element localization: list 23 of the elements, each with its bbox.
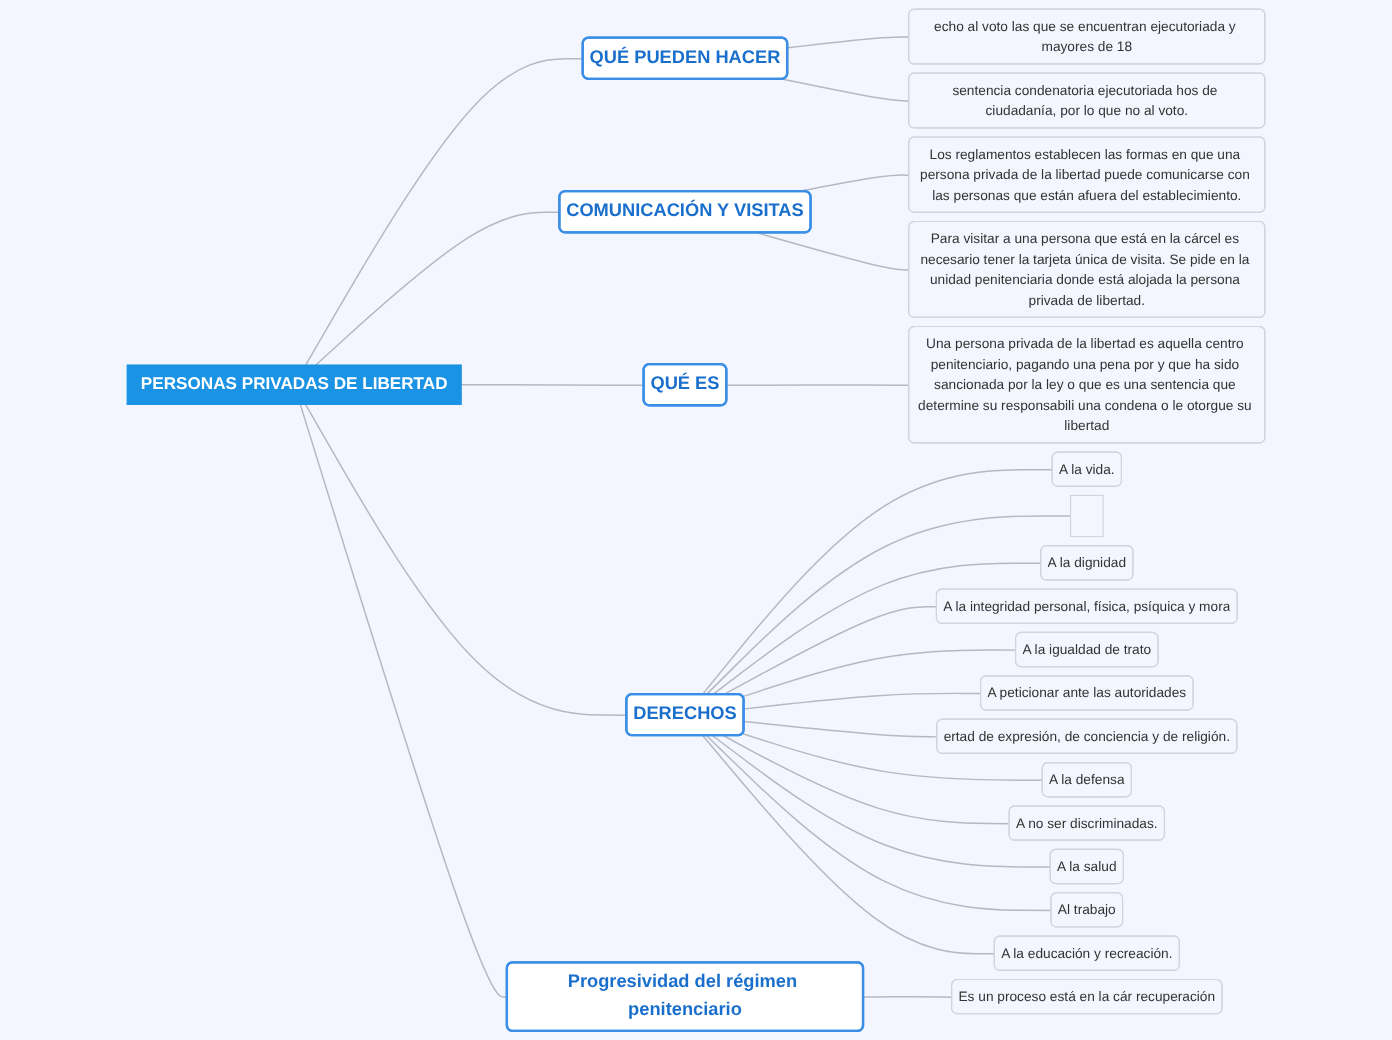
- node-box: PERSONAS PRIVADAS DE LIBERTAD: [126, 364, 462, 405]
- connector: [722, 605, 938, 696]
- node-bar: [1069, 494, 1104, 538]
- connector: [726, 384, 910, 386]
- connector: [782, 78, 910, 102]
- connector: [705, 735, 1053, 912]
- connector: [743, 692, 982, 710]
- connector: [705, 515, 1072, 696]
- connector: [743, 720, 939, 738]
- connector: [711, 562, 1042, 696]
- connector: [701, 468, 1054, 696]
- connector: [304, 403, 628, 716]
- connector: [315, 211, 561, 366]
- connector: [711, 735, 1052, 868]
- connector: [702, 735, 996, 955]
- connector: [460, 383, 645, 386]
- connector: [787, 36, 910, 49]
- connector: [742, 733, 1044, 781]
- connector: [742, 649, 1017, 698]
- connector: [304, 57, 584, 366]
- connector: [722, 735, 1011, 825]
- connector: [299, 403, 509, 998]
- connector: [862, 996, 953, 998]
